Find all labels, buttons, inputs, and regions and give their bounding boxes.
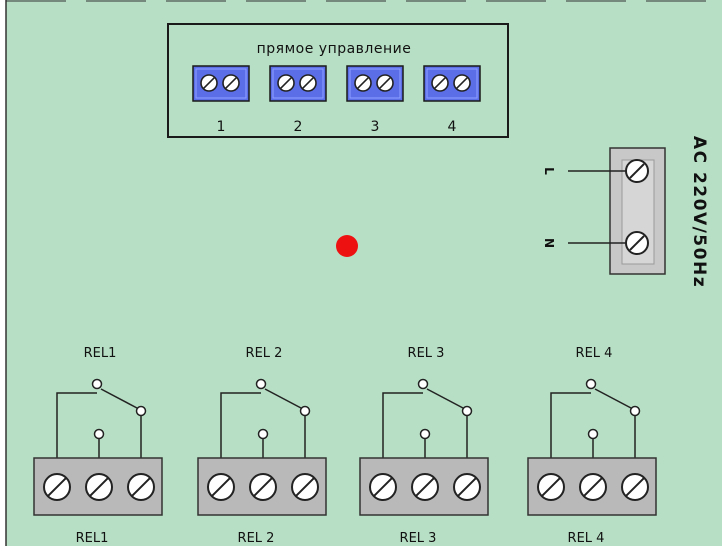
relay-nc-contact bbox=[93, 428, 105, 440]
terminal-number-label: 2 bbox=[294, 119, 303, 135]
relay-no-contact bbox=[299, 405, 311, 417]
power-rating-label: AC 220V/50Hz bbox=[689, 136, 709, 288]
relay-switch-contact bbox=[594, 388, 632, 409]
screw-icon bbox=[43, 473, 71, 501]
screw-icon bbox=[453, 473, 481, 501]
screw-icon bbox=[625, 231, 649, 255]
screw-icon bbox=[249, 473, 277, 501]
screw-icon bbox=[291, 473, 319, 501]
relay-pivot-contact bbox=[91, 378, 103, 390]
relay-pivot-contact bbox=[255, 378, 267, 390]
indicator-led bbox=[336, 235, 358, 257]
screw-icon bbox=[354, 74, 372, 92]
relay-no-contact bbox=[135, 405, 147, 417]
screw-icon bbox=[537, 473, 565, 501]
direct-control-title: прямое управление bbox=[257, 41, 412, 57]
screw-icon bbox=[411, 473, 439, 501]
screw-icon bbox=[453, 74, 471, 92]
line-label: L bbox=[542, 167, 556, 175]
relay-3: REL 3 REL 3 bbox=[359, 346, 489, 546]
screw-icon bbox=[207, 473, 235, 501]
relay-top-label: REL 4 bbox=[576, 346, 613, 361]
relay-common-wire bbox=[550, 392, 591, 470]
screw-icon bbox=[431, 74, 449, 92]
screw-icon bbox=[85, 473, 113, 501]
terminal-number-label: 1 bbox=[217, 119, 226, 135]
relay-bottom-label: REL1 bbox=[76, 531, 109, 546]
terminal-number-label: 3 bbox=[371, 119, 380, 135]
screw-icon bbox=[579, 473, 607, 501]
terminal-block-inner bbox=[272, 68, 324, 99]
screw-icon bbox=[621, 473, 649, 501]
relay-top-label: REL 2 bbox=[246, 346, 283, 361]
relay-nc-contact bbox=[419, 428, 431, 440]
screw-icon bbox=[277, 74, 295, 92]
relay-top-label: REL 3 bbox=[408, 346, 445, 361]
screw-icon bbox=[369, 473, 397, 501]
relay-top-label: REL1 bbox=[84, 346, 117, 361]
relay-switch-contact bbox=[264, 388, 302, 409]
relay-switch-contact bbox=[426, 388, 464, 409]
terminal-block-inner bbox=[349, 68, 401, 99]
neutral-label: N bbox=[542, 238, 556, 248]
screw-icon bbox=[222, 74, 240, 92]
power-input: L N AC 220V/50Hz bbox=[542, 136, 709, 288]
screw-icon bbox=[200, 74, 218, 92]
relay-bottom-label: REL 4 bbox=[568, 531, 605, 546]
relay-bottom-label: REL 3 bbox=[400, 531, 437, 546]
screw-icon bbox=[127, 473, 155, 501]
relay-nc-contact bbox=[257, 428, 269, 440]
relay-pivot-contact bbox=[585, 378, 597, 390]
relay-2: REL 2 REL 2 bbox=[197, 346, 327, 546]
relay-common-wire bbox=[56, 392, 97, 470]
relay-common-wire bbox=[382, 392, 423, 470]
screw-icon bbox=[376, 74, 394, 92]
terminal-number-label: 4 bbox=[448, 119, 457, 135]
direct-control-terminals: 1 2 3 4 bbox=[192, 65, 481, 135]
terminal-block-inner bbox=[426, 68, 478, 99]
relay-4: REL 4 REL 4 bbox=[527, 346, 657, 546]
relay-bottom-label: REL 2 bbox=[238, 531, 275, 546]
relay-no-contact bbox=[461, 405, 473, 417]
terminal-block-inner bbox=[195, 68, 247, 99]
relay-nc-contact bbox=[587, 428, 599, 440]
screw-icon bbox=[625, 159, 649, 183]
screw-icon bbox=[299, 74, 317, 92]
relay-switch-contact bbox=[100, 388, 138, 409]
relay-common-wire bbox=[220, 392, 261, 470]
relay-pivot-contact bbox=[417, 378, 429, 390]
direct-control-panel: прямое управление 1 2 3 4 bbox=[167, 23, 509, 138]
relay-no-contact bbox=[629, 405, 641, 417]
